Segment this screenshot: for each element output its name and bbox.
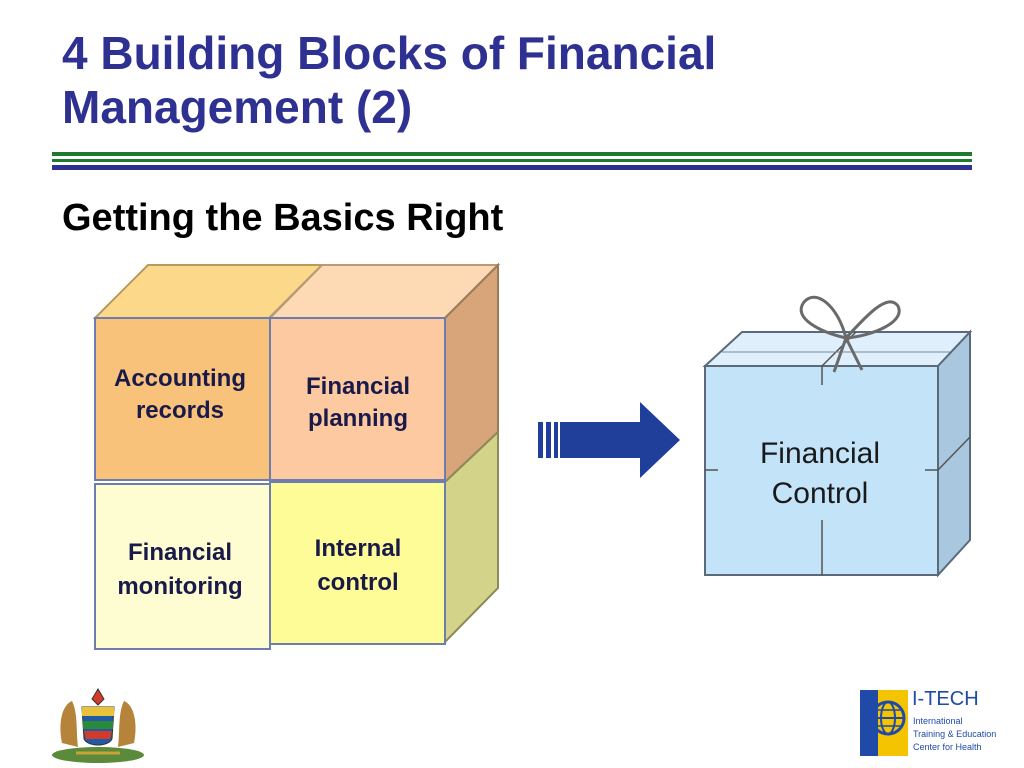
svg-text:planning: planning	[308, 405, 408, 432]
block-financial-monitoring: Financial monitoring	[94, 483, 271, 650]
block-accounting-records: Accounting records	[94, 317, 271, 481]
svg-text:control: control	[317, 569, 398, 596]
bow-icon	[799, 295, 901, 373]
block-internal-control: Internal control	[269, 481, 446, 645]
svg-text:Accounting: Accounting	[114, 365, 246, 392]
svg-text:Control: Control	[772, 477, 869, 510]
slide-subtitle: Getting the Basics Right	[62, 197, 504, 239]
block-financial-planning: Financial planning	[269, 317, 446, 481]
itech-logo: I-TECH International Training & Educatio…	[860, 688, 996, 756]
financial-control-box: Financial Control	[702, 295, 973, 578]
svg-text:records: records	[136, 397, 224, 424]
coat-of-arms-icon	[52, 688, 144, 763]
title-divider	[52, 152, 972, 170]
title-line-1: 4 Building Blocks of Financial	[62, 27, 717, 79]
itech-line-1: International	[913, 716, 963, 726]
svg-text:Financial: Financial	[128, 539, 232, 566]
svg-text:Internal: Internal	[315, 535, 402, 562]
svg-text:Financial: Financial	[306, 373, 410, 400]
svg-text:Financial: Financial	[760, 437, 880, 470]
itech-name: I-TECH	[912, 688, 979, 710]
itech-globe-icon	[860, 690, 908, 756]
title-line-2: Management (2)	[62, 81, 413, 133]
itech-line-2: Training & Education	[913, 729, 997, 739]
itech-line-3: Center for Health	[913, 742, 982, 752]
svg-text:monitoring: monitoring	[117, 573, 242, 600]
arrow-right-icon	[538, 402, 680, 478]
slide-title: 4 Building Blocks of Financial Managemen…	[62, 26, 962, 134]
